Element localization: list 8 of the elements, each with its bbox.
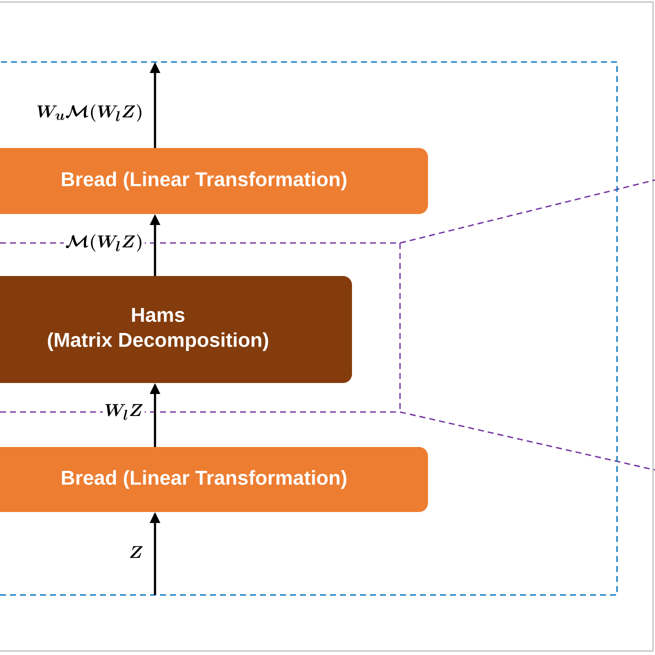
dashed-group-box	[0, 61, 618, 596]
formula-label: $Z$	[127, 544, 145, 560]
linear-transformation-box: Bread (Linear Transformation)	[0, 148, 428, 214]
formula-label: $W_{l}Z$	[102, 402, 145, 422]
formula-label: $\mathcal{M}(W_{l}Z)$	[64, 232, 145, 254]
decomposition-box: Hams (Matrix Decomposition)	[0, 276, 352, 383]
linear-transformation-box: Bread (Linear Transformation)	[0, 447, 428, 512]
formula-label: $W_{u}\mathcal{M}(W_{l}Z)$	[34, 102, 145, 124]
